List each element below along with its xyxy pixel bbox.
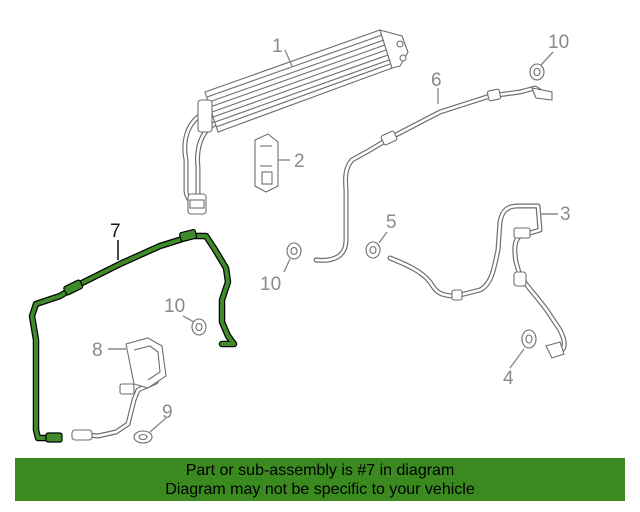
banner-line-1: Part or sub-assembly is #7 in diagram bbox=[185, 462, 455, 479]
callout-1: 1 bbox=[272, 36, 283, 57]
lower-pipe-part-8[interactable] bbox=[71, 337, 167, 441]
callout-4: 4 bbox=[503, 368, 514, 389]
grommet-part-5[interactable] bbox=[365, 241, 381, 259]
parts-diagram: 1 2 3 4 5 6 7 8 9 10 10 10 bbox=[28, 29, 571, 444]
banner-line-2: Diagram may not be specific to your vehi… bbox=[165, 481, 475, 498]
grommet-part-10-mid[interactable] bbox=[286, 242, 302, 260]
callout-numbers: 1 2 3 4 5 6 7 8 9 10 10 10 bbox=[92, 32, 571, 423]
leader-lines bbox=[108, 49, 558, 433]
callout-7: 7 bbox=[110, 221, 121, 242]
callout-10-top: 10 bbox=[548, 32, 569, 53]
grommet-part-4[interactable] bbox=[521, 329, 537, 349]
return-pipe-part-3[interactable] bbox=[387, 203, 567, 359]
bracket-part-2[interactable] bbox=[254, 133, 279, 193]
grommet-part-10-low[interactable] bbox=[191, 318, 207, 336]
callout-10-low: 10 bbox=[164, 296, 185, 317]
callout-3: 3 bbox=[560, 204, 571, 225]
hose-part-7-highlighted[interactable] bbox=[28, 229, 238, 443]
callout-2: 2 bbox=[294, 151, 305, 172]
part-info-banner: Part or sub-assembly is #7 in diagram Di… bbox=[15, 458, 625, 501]
grommet-part-10-top[interactable] bbox=[529, 63, 545, 81]
callout-8: 8 bbox=[92, 340, 103, 361]
callout-9: 9 bbox=[162, 402, 173, 423]
callout-6: 6 bbox=[431, 70, 442, 91]
oil-cooler-part-1[interactable] bbox=[182, 29, 409, 215]
callout-5: 5 bbox=[386, 212, 397, 233]
cooler-pipe-part-6[interactable] bbox=[313, 85, 553, 263]
callout-10-mid: 10 bbox=[260, 274, 281, 295]
grommet-part-9[interactable] bbox=[133, 430, 153, 444]
